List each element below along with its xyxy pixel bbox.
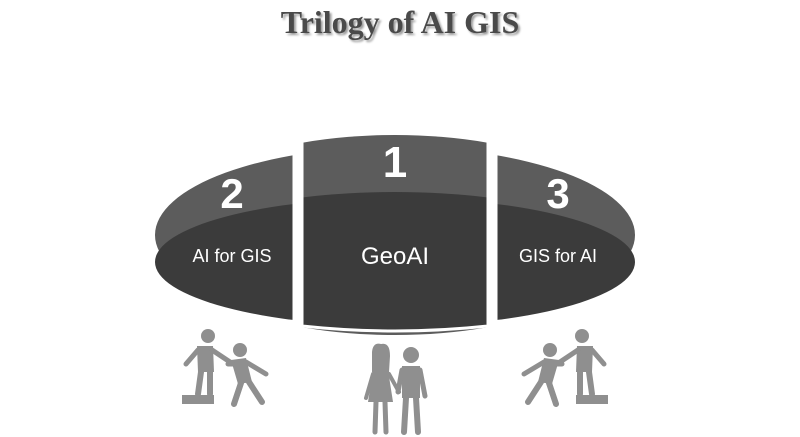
segment-label: GIS for AI <box>519 246 597 266</box>
helping-hand-people-icon <box>521 329 608 407</box>
page-title: Trilogy of AI GIS <box>280 4 520 40</box>
segment-label: AI for GIS <box>192 246 271 266</box>
couple-walking-icon <box>364 343 428 435</box>
segment-number: 1 <box>383 138 407 187</box>
segment-geoai: 1 GeoAI <box>300 131 490 335</box>
segment-number: 2 <box>220 170 243 217</box>
segment-number: 3 <box>546 170 569 217</box>
segment-label: GeoAI <box>361 243 429 270</box>
helping-hand-people-icon <box>182 329 269 407</box>
segment-gis-for-ai: 3 GIS for AI <box>494 144 738 324</box>
segment-ai-for-gis: 2 AI for GIS <box>52 144 296 324</box>
